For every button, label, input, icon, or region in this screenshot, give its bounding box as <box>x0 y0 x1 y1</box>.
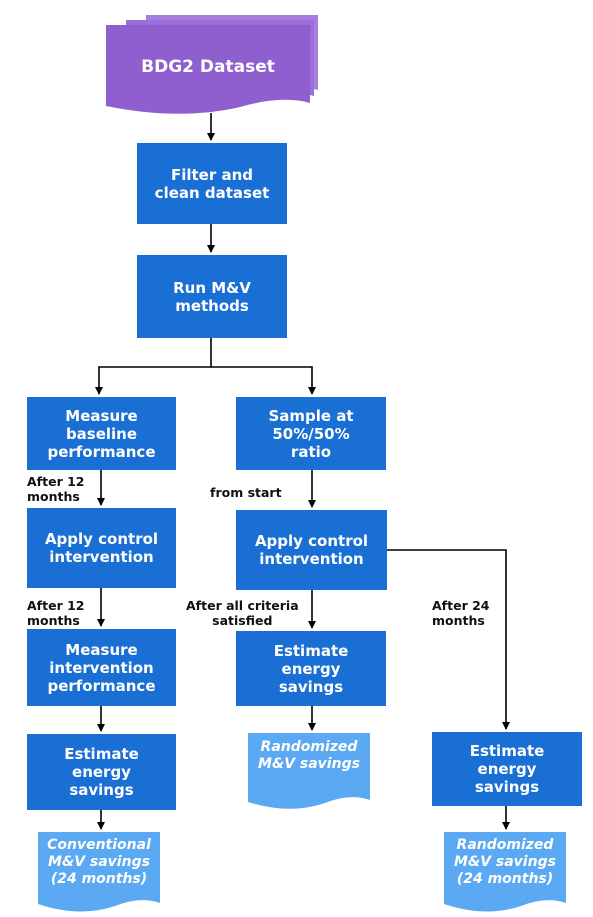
apply-control-left-box: Apply control intervention <box>27 508 176 588</box>
edge-label-after-24: After 24 months <box>432 598 489 628</box>
randomized-right-line-2: M&V savings <box>454 854 556 870</box>
run-line-1: Run M&V <box>173 278 251 297</box>
sample-line-1: Sample at <box>268 406 354 425</box>
dataset-label: BDG2 Dataset <box>141 57 275 77</box>
arrow-run-baseline <box>95 338 212 395</box>
output-doc-randomized-right <box>444 832 566 912</box>
after12a-line-2: months <box>27 489 80 504</box>
estimate-mid-line-2: energy <box>281 659 341 678</box>
estimate-mid-line-1: Estimate <box>273 641 349 660</box>
intervention-line-3: performance <box>47 676 156 695</box>
dataset-front-page <box>106 25 310 114</box>
estimate-left-line-3: savings <box>69 781 134 799</box>
apply-control-right-box: Apply control intervention <box>236 510 387 590</box>
conventional-line-1: Conventional <box>47 837 151 853</box>
intervention-line-1: Measure <box>65 640 138 659</box>
measure-baseline-box: Measure baseline performance <box>27 397 176 470</box>
apply-left-line-2: intervention <box>49 548 154 566</box>
arrow-run-sample <box>211 366 316 395</box>
edge-label-after-12-baseline: After 12 months <box>27 474 84 504</box>
after-all-line-2: satisfied <box>212 613 273 628</box>
run-line-2: methods <box>175 296 249 315</box>
baseline-line-2: baseline <box>65 424 138 443</box>
edge-label-from-start: from start <box>210 485 282 500</box>
conventional-savings-doc: Conventional M&V savings (24 months) <box>38 837 160 888</box>
randomized-right-line-3: (24 months) <box>456 871 554 887</box>
output-doc-conventional <box>38 832 160 912</box>
estimate-savings-right-box: Estimate energy savings <box>432 732 582 806</box>
estimate-left-line-1: Estimate <box>64 745 139 763</box>
after12b-line-2: months <box>27 613 80 628</box>
baseline-line-1: Measure <box>65 406 138 425</box>
estimate-savings-left-box: Estimate energy savings <box>27 734 176 810</box>
estimate-left-line-2: energy <box>72 763 131 781</box>
output-doc-randomized-mid <box>248 733 370 809</box>
estimate-savings-mid-box: Estimate energy savings <box>236 631 386 706</box>
randomized-right-line-1: Randomized <box>456 837 554 853</box>
after-all-line-1: After all criteria <box>186 598 299 613</box>
estimate-mid-line-3: savings <box>278 677 344 696</box>
dataset-shape <box>106 15 318 114</box>
conventional-line-2: M&V savings <box>48 854 150 870</box>
randomized-mid-line-2: M&V savings <box>258 756 360 772</box>
randomized-savings-right-doc: Randomized M&V savings (24 months) <box>444 837 566 888</box>
edge-label-after-12-apply: After 12 months <box>27 598 84 628</box>
edge-label-after-all-criteria: After all criteria satisfied <box>186 598 299 628</box>
apply-left-line-1: Apply control <box>44 530 159 548</box>
after24-line-1: After 24 <box>432 598 490 613</box>
baseline-line-3: performance <box>47 442 156 461</box>
intervention-line-2: intervention <box>49 658 154 677</box>
estimate-right-line-2: energy <box>477 760 537 778</box>
apply-right-line-2: intervention <box>259 550 364 568</box>
arrow-apply-estimate-right <box>387 549 510 730</box>
from-start-line-1: from start <box>210 485 282 500</box>
conventional-line-3: (24 months) <box>50 871 148 887</box>
after12a-line-1: After 12 <box>27 474 85 489</box>
after24-line-2: months <box>432 613 485 628</box>
measure-intervention-box: Measure intervention performance <box>27 629 176 706</box>
run-mv-box: Run M&V methods <box>137 255 287 338</box>
filter-line-2: clean dataset <box>154 183 270 202</box>
sample-ratio-box: Sample at 50%/50% ratio <box>236 397 386 470</box>
estimate-right-line-1: Estimate <box>469 742 545 760</box>
randomized-mid-line-1: Randomized <box>260 739 358 755</box>
randomized-savings-mid-doc: Randomized M&V savings <box>248 739 370 773</box>
sample-line-3: ratio <box>290 442 332 461</box>
estimate-right-line-3: savings <box>474 778 540 796</box>
apply-right-line-1: Apply control <box>254 532 369 550</box>
filter-line-1: Filter and <box>170 165 254 184</box>
sample-line-2: 50%/50% <box>272 424 350 443</box>
filter-clean-box: Filter and clean dataset <box>137 143 287 224</box>
after12b-line-1: After 12 <box>27 598 85 613</box>
